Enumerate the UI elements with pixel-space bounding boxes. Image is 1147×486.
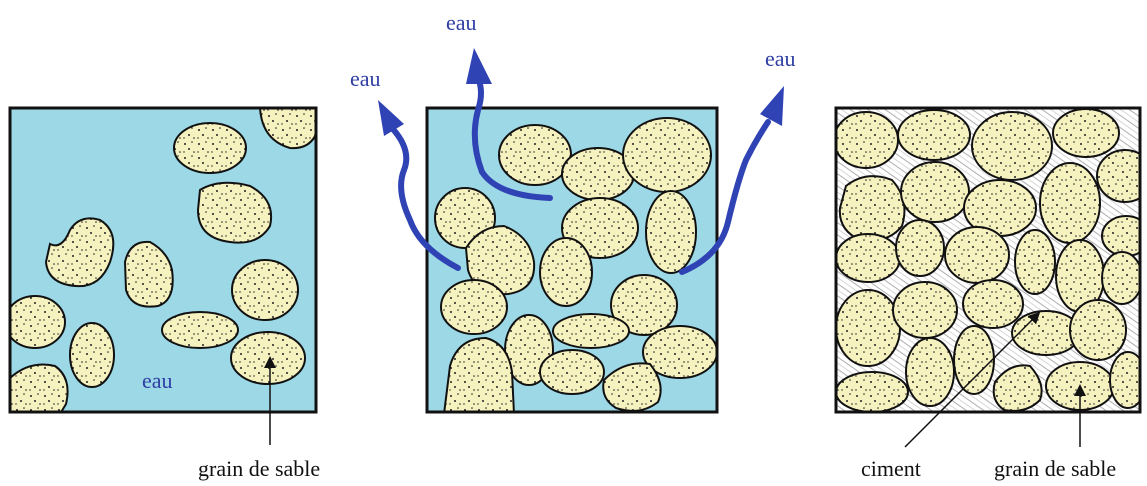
cement-label: ciment	[861, 456, 921, 481]
sand-grain-label-left: grain de sable	[198, 456, 320, 481]
water-label-left: eau	[350, 66, 381, 91]
water-arrow-top-head	[466, 48, 492, 84]
sand-grain-label-right: grain de sable	[994, 456, 1116, 481]
water-label-right: eau	[765, 46, 796, 71]
panel-compaction	[427, 108, 717, 414]
panel-cementation: ciment grain de sable	[834, 108, 1147, 481]
water-label-top: eau	[446, 10, 477, 35]
water-arrow-right-head	[760, 86, 784, 126]
water-label-panel: eau	[142, 368, 173, 393]
water-arrow-left-head	[378, 100, 404, 136]
panel-loose-sand: eau grain de sable	[5, 108, 320, 481]
